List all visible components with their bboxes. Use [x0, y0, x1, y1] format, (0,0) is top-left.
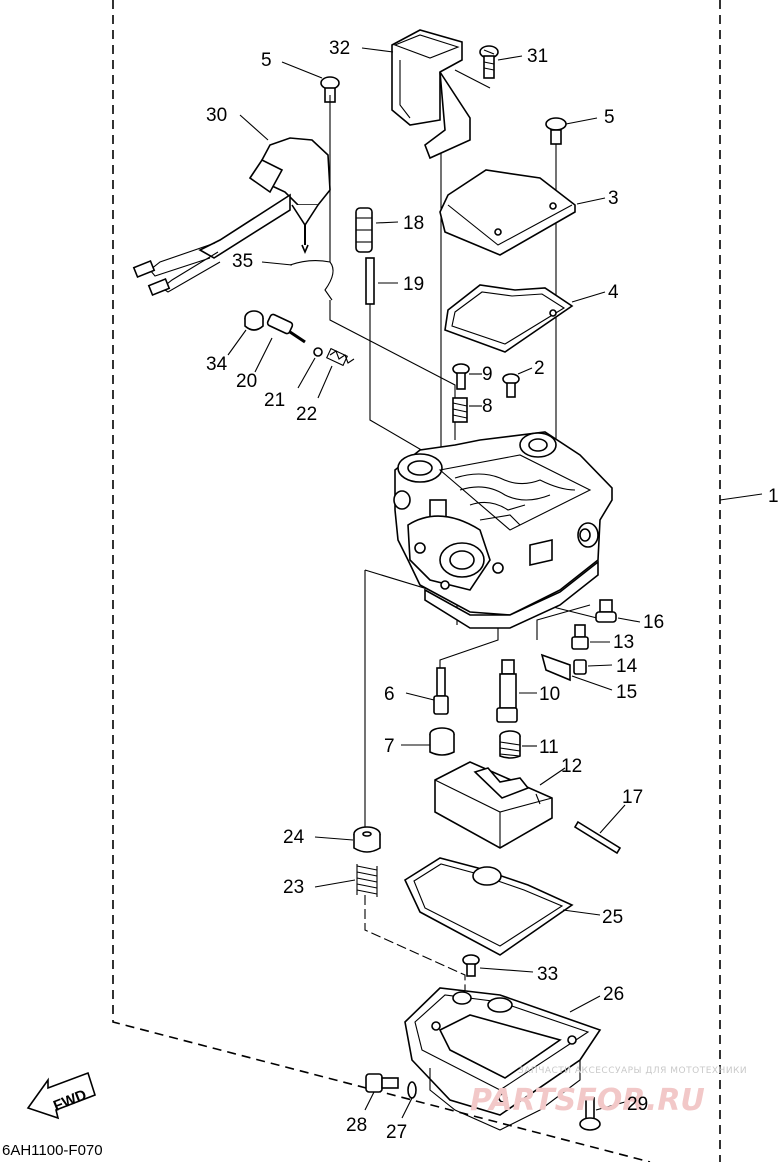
label-21: 21 — [264, 390, 285, 411]
pilot-screw-part-20 — [266, 313, 306, 344]
label-15: 15 — [616, 682, 637, 703]
nozzle-part-10 — [496, 659, 518, 723]
float-bowl-gasket-part-25 — [403, 857, 574, 956]
cap-part-34 — [244, 310, 264, 331]
label-20: 20 — [236, 371, 257, 392]
plate-part-3 — [439, 169, 576, 256]
label-1: 1 — [768, 486, 779, 507]
watermark-logo: PARTSFOR.RU — [470, 1083, 705, 1118]
label-4: 4 — [608, 282, 619, 303]
label-30: 30 — [206, 105, 227, 126]
label-33: 33 — [537, 964, 558, 985]
label-5-right: 5 — [604, 107, 615, 128]
label-22: 22 — [296, 404, 317, 425]
screw-part-9 — [452, 363, 470, 390]
label-35: 35 — [232, 251, 253, 272]
jet-part-14 — [573, 659, 587, 675]
spring-part-11 — [499, 730, 521, 759]
main-jet-part-6 — [433, 667, 449, 715]
gasket-part-15 — [540, 653, 571, 682]
label-29: 29 — [627, 1094, 648, 1115]
washer-part-27 — [401, 1081, 417, 1119]
drain-screw-part-33 — [462, 954, 480, 977]
screw-part-16 — [595, 599, 617, 623]
watermark-tagline: ЗАПЧАСТИ АКСЕССУАРЫ ДЛЯ МОТОТЕХНИКИ — [518, 1066, 747, 1076]
label-25: 25 — [602, 907, 623, 928]
label-6: 6 — [384, 684, 395, 705]
label-13: 13 — [613, 632, 634, 653]
label-34: 34 — [206, 354, 228, 375]
label-5-left: 5 — [261, 50, 272, 71]
label-10: 10 — [539, 684, 560, 705]
screw-part-31 — [479, 45, 499, 79]
drawing-code: 6AH1100-F070 — [2, 1142, 103, 1159]
label-26: 26 — [603, 984, 624, 1005]
assembly-boundary — [112, 0, 651, 1162]
forward-arrow: FWD — [26, 1071, 96, 1120]
carburetor-body — [393, 431, 613, 629]
spring-part-22 — [325, 347, 355, 367]
screw-part-29 — [579, 1097, 626, 1131]
label-24: 24 — [283, 827, 305, 848]
float-part-12 — [434, 761, 553, 849]
label-18: 18 — [403, 213, 424, 234]
label-16: 16 — [643, 612, 664, 633]
label-9: 9 — [482, 364, 493, 385]
washer-part-21 — [313, 347, 323, 357]
jet-part-13 — [571, 624, 589, 650]
cap-part-24 — [353, 826, 381, 853]
label-2: 2 — [534, 358, 545, 379]
float-bowl-part-26 — [404, 987, 602, 1131]
label-31: 31 — [527, 46, 548, 67]
label-11: 11 — [539, 737, 559, 758]
plunger-part-18 — [355, 207, 373, 253]
label-7: 7 — [384, 736, 395, 757]
label-27: 27 — [386, 1122, 407, 1143]
label-23: 23 — [283, 877, 304, 898]
float-pin-part-17 — [573, 820, 622, 855]
label-12: 12 — [561, 756, 582, 777]
screw-part-5-right — [545, 117, 567, 145]
drain-plug-part-28 — [364, 1073, 399, 1111]
screw-part-2 — [502, 373, 520, 398]
label-17: 17 — [622, 787, 643, 808]
label-32: 32 — [329, 38, 350, 59]
gasket-part-4 — [444, 284, 574, 353]
wire-clip-part-35 — [289, 95, 334, 301]
spring-part-23 — [356, 864, 378, 897]
spring-part-8 — [452, 397, 468, 423]
label-3: 3 — [608, 188, 619, 209]
plug-part-7 — [429, 727, 455, 756]
label-14: 14 — [616, 656, 638, 677]
pin-part-19 — [365, 257, 375, 305]
cover-part-32 — [391, 29, 491, 160]
label-28: 28 — [346, 1115, 367, 1136]
label-19: 19 — [403, 274, 424, 295]
label-8: 8 — [482, 396, 493, 417]
